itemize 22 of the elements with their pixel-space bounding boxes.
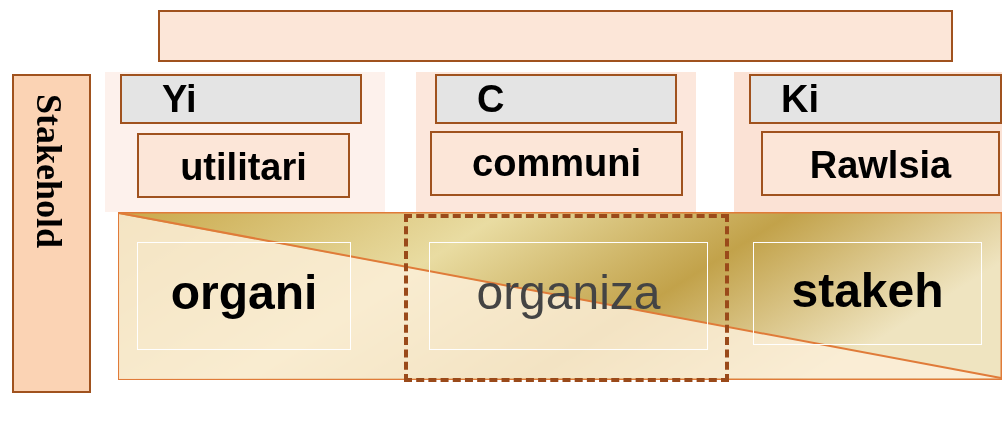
header-box [120,74,362,124]
column-band [734,72,1002,212]
text-box [753,242,982,345]
title-box [158,10,953,62]
term-box [430,131,683,196]
term-text: organi [169,267,319,320]
text-box [137,242,351,350]
header-box [435,74,677,124]
term-box [137,133,350,198]
term-text: utilitari [179,147,308,189]
side-label [12,74,91,393]
vertical-label: Stakehold [28,94,68,249]
term-text: communi [471,143,642,185]
term-text: stakeh [790,265,945,318]
term-box [761,131,1000,196]
column-band [105,72,385,212]
header-box [749,74,1002,124]
header-text: Yi [162,79,198,121]
term-text: Rawlsia [808,145,953,187]
header-text: Ki [781,79,820,121]
header-text: C [477,79,506,121]
column-band [416,72,696,212]
